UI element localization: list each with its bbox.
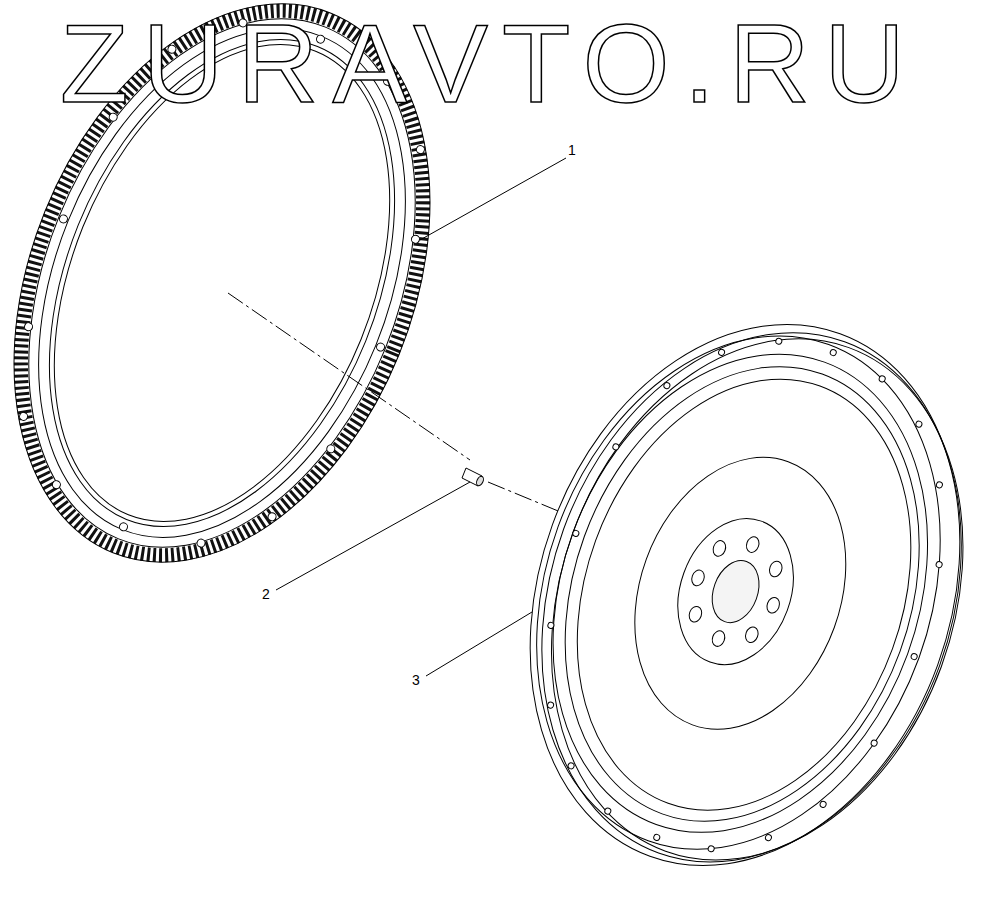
callout-number: 1 (566, 142, 578, 158)
leader-line (426, 612, 532, 676)
leader-line (276, 482, 470, 590)
callout-number: 2 (260, 586, 272, 602)
watermark: ZURAVTO.RU (60, 8, 919, 120)
callout-number: 3 (410, 672, 422, 688)
flywheel (457, 264, 981, 898)
leader-line (420, 158, 566, 240)
